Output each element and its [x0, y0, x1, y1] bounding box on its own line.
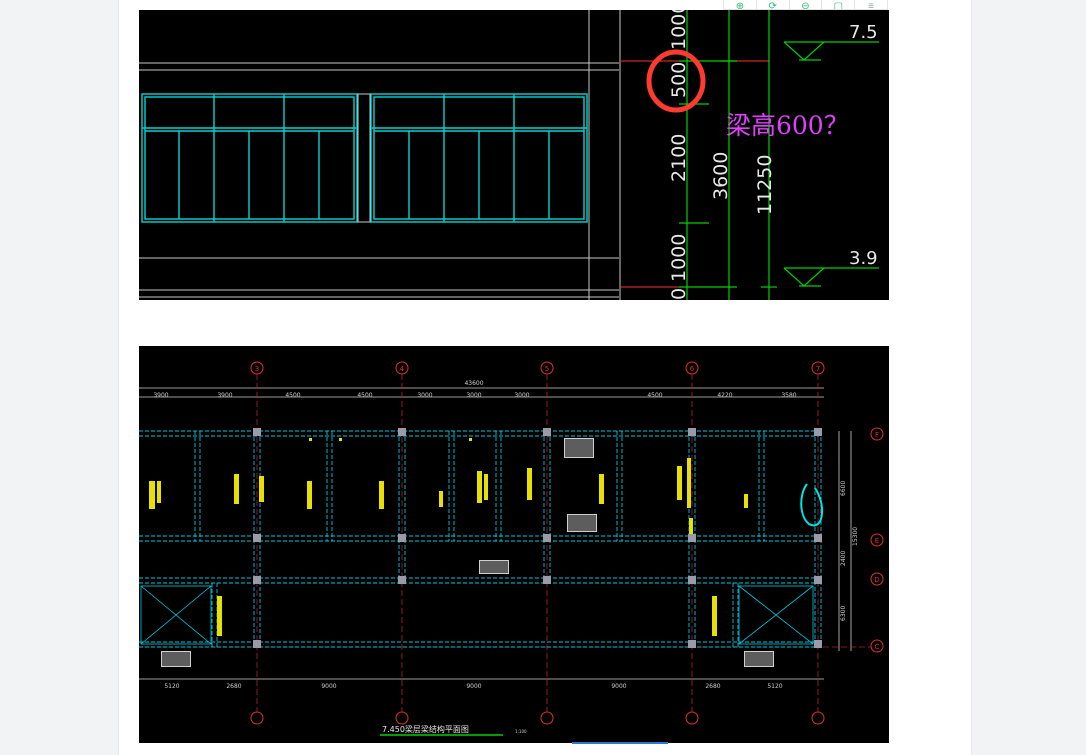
dim-top: 3580: [781, 392, 796, 399]
dim-top: 4500: [285, 392, 300, 399]
dim-top: 4500: [357, 392, 372, 399]
dim-label-1000-top: 1000: [668, 10, 690, 50]
scale-note: 1:100: [515, 729, 527, 734]
cad-elevation-image[interactable]: 1000 500 2100 3600 11250 1000 0 7.5 3.9 …: [139, 10, 889, 300]
dim-label-500: 500: [668, 62, 690, 98]
dim-top: 3900: [153, 392, 168, 399]
dim-top: 4500: [647, 392, 662, 399]
image-toolbar: ⊕ ⟳ ⊖ ▢ ≡: [723, 0, 888, 10]
axis-letter: C: [875, 643, 880, 651]
dim-bottom: 5120: [164, 683, 179, 690]
dim-label-3600: 3600: [710, 152, 732, 200]
dim-right: 6300: [840, 606, 847, 621]
dim-bottom: 9000: [466, 683, 481, 690]
axis-number: 3: [255, 365, 259, 373]
zoom-in-icon[interactable]: ⊕: [724, 0, 757, 9]
red-annotation-circle: [646, 49, 706, 113]
dim-bottom: 5120: [767, 683, 782, 690]
dim-label-11250: 11250: [754, 155, 776, 215]
axis-letter: D: [874, 576, 879, 584]
dim-label-2100: 2100: [668, 134, 690, 182]
zoom-out-icon[interactable]: ⊖: [790, 0, 823, 9]
dim-bottom: 2680: [705, 683, 720, 690]
rotate-icon[interactable]: ⟳: [757, 0, 790, 9]
dim-right: 6600: [840, 481, 847, 496]
axis-number: 4: [400, 365, 405, 373]
dim-bottom: 9000: [321, 683, 336, 690]
axis-number: 7: [816, 365, 820, 373]
axis-letter: E: [875, 537, 879, 545]
cad-structural-plan-image[interactable]: 3 4 5 6 7 F E D C 43600 3900 3900 4500 4…: [139, 346, 889, 743]
dim-top: 3000: [466, 392, 481, 399]
dim-bottom: 9000: [611, 683, 626, 690]
more-icon[interactable]: ≡: [868, 1, 874, 10]
dim-top: 3000: [514, 392, 529, 399]
dim-label-0: 0: [668, 288, 690, 300]
dim-top: 3000: [417, 392, 432, 399]
level-label-top: 7.5: [849, 22, 878, 43]
dim-right: 2400: [840, 551, 847, 566]
axis-number: 5: [545, 365, 549, 373]
handwritten-annotation: [800, 483, 824, 527]
dim-label-1000-bottom: 1000: [668, 234, 690, 282]
annotation-question: 梁高600？: [726, 111, 849, 140]
axis-number: 6: [690, 365, 695, 373]
dim-bottom: 2680: [226, 683, 241, 690]
drawing-title: 7.450梁层梁结构平面图: [382, 724, 469, 734]
fit-icon[interactable]: ▢: [822, 0, 856, 9]
dim-top: 3900: [217, 392, 232, 399]
dim-top: 4220: [717, 392, 732, 399]
dim-top-total: 43600: [464, 380, 483, 387]
level-label-bottom: 3.9: [849, 248, 878, 269]
dim-right-total: 15300: [852, 527, 859, 546]
axis-letter: F: [875, 431, 879, 439]
image-caption-bar: [572, 742, 668, 744]
